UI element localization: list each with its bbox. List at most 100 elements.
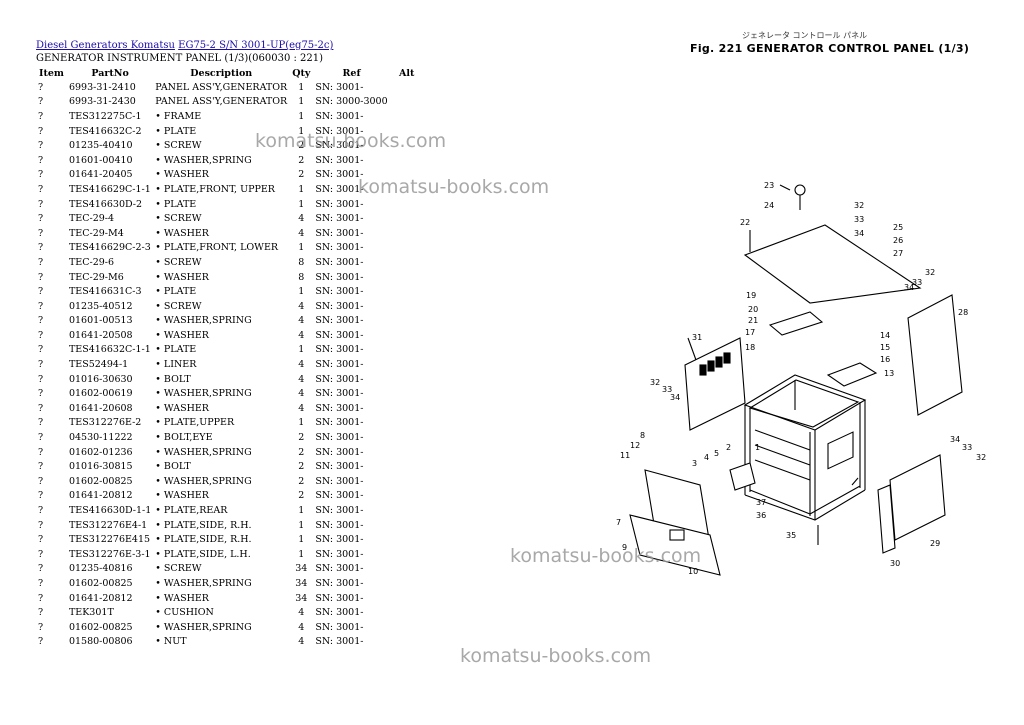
svg-text:32: 32 [925,268,935,277]
item-cell: ? [38,475,44,487]
description-cell: • BOLT [155,461,191,473]
quantity-cell: 1 [298,548,305,560]
part-number-cell: TEC-29-M6 [68,271,124,283]
part-number-cell: 01601-00513 [68,315,133,327]
item-cell: ? [38,183,44,195]
reference-cell: SN: 3001- [315,329,364,341]
description-cell: • WASHER [155,490,209,502]
alt-cell [390,138,424,153]
alt-cell [390,562,424,577]
part-number-cell: 01235-40512 [68,300,133,312]
description-cell: • WASHER [155,329,209,341]
reference-cell: SN: 3001- [315,490,364,502]
item-cell: ? [38,271,44,283]
quantity-cell: 1 [298,417,305,429]
svg-text:20: 20 [748,305,758,314]
alt-cell [390,255,424,270]
reference-cell: SN: 3001- [315,373,364,385]
reference-cell: SN: 3001- [315,359,364,371]
part-number-cell: 01602-01236 [68,446,133,458]
item-cell: ? [38,505,44,517]
description-cell: • NUT [155,636,187,648]
item-cell: ? [38,446,44,458]
svg-text:32: 32 [650,378,660,387]
breadcrumb-link-model[interactable]: EG75-2 S/N 3001-UP(eg75-2c) [178,40,334,51]
alt-cell [390,605,424,620]
alt-cell [390,357,424,372]
alt-cell [390,299,424,314]
svg-text:32: 32 [976,453,986,462]
description-cell: • SCREW [155,213,202,225]
breadcrumb: Diesel Generators Komatsu EG75-2 S/N 300… [36,40,333,51]
svg-text:12: 12 [630,441,640,450]
reference-cell: SN: 3001- [315,183,364,195]
description-cell: PANEL ASS'Y,GENERATOR [155,81,288,93]
alt-cell [390,401,424,416]
part-number-cell: TES416629C-2-3 [68,242,151,254]
reference-cell: SN: 3001- [315,198,364,210]
item-cell: ? [38,636,44,648]
part-number-cell: TES416630D-1-1 [68,505,152,517]
item-cell: ? [38,96,44,108]
svg-text:22: 22 [740,218,750,227]
part-eye-bolt [794,184,806,196]
item-cell: ? [38,519,44,531]
description-cell: • WASHER [155,271,209,283]
description-cell: • WASHER [155,402,209,414]
quantity-cell: 2 [298,154,305,166]
description-cell: • PLATE,REAR [155,505,228,517]
alt-cell [390,153,424,168]
part-number-cell: 01235-40410 [68,140,133,152]
svg-text:28: 28 [958,308,968,317]
page-subtitle: GENERATOR INSTRUMENT PANEL (1/3)(060030 … [36,53,324,64]
part-number-cell: TES312276E415 [68,534,151,546]
item-cell: ? [38,607,44,619]
item-cell: ? [38,592,44,604]
part-number-cell: TEC-29-4 [68,213,115,225]
part-number-cell: 01641-20812 [68,592,133,604]
quantity-cell: 1 [298,286,305,298]
part-number-cell: 01641-20812 [68,490,133,502]
item-cell: ? [38,198,44,210]
item-cell: ? [38,300,44,312]
reference-cell: SN: 3001- [315,344,364,356]
reference-cell: SN: 3001- [315,256,364,268]
figure-japanese-title: ジェネレータ コントロール パネル [742,31,868,40]
svg-text:14: 14 [880,331,890,340]
part-liner-plate [826,362,878,387]
breadcrumb-link-diesel-generators[interactable]: Diesel Generators Komatsu [36,40,175,51]
quantity-cell: 4 [298,636,305,648]
reference-cell: SN: 3001- [315,213,364,225]
reference-cell: SN: 3001- [315,505,364,517]
part-number-cell: TEC-29-6 [68,256,115,268]
part-number-cell: 04530-11222 [68,432,133,444]
item-cell: ? [38,344,44,356]
reference-cell: SN: 3001- [315,286,364,298]
item-cell: ? [38,577,44,589]
quantity-cell: 1 [298,96,305,108]
description-cell: • WASHER,SPRING [155,446,252,458]
part-plate-side-rh [877,484,896,554]
reference-cell: SN: 3001- [315,110,364,122]
quantity-cell: 2 [298,446,305,458]
alt-cell [390,620,424,635]
alt-cell [390,430,424,445]
reference-cell: SN: 3001- [315,621,364,633]
part-plate-front [629,514,721,576]
item-cell: ? [38,286,44,298]
item-cell: ? [38,388,44,400]
description-cell: • WASHER,SPRING [155,621,252,633]
reference-cell: SN: 3001- [315,577,364,589]
